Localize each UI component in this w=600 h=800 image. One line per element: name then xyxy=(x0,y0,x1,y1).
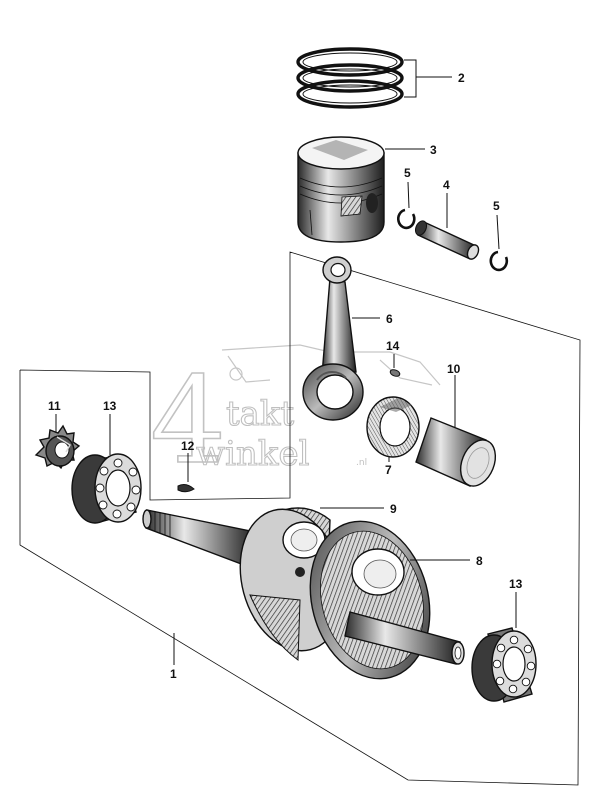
callout-3: 3 xyxy=(430,143,437,157)
circlip-right xyxy=(489,250,509,272)
callout-4: 4 xyxy=(443,178,450,192)
callout-labels: 1 2 3 4 5 5 6 7 8 9 10 11 12 13 13 14 xyxy=(48,71,523,681)
callout-13-upper: 13 xyxy=(103,399,117,413)
callout-12: 12 xyxy=(181,439,195,453)
ball-bearing-left xyxy=(71,453,142,524)
callout-10: 10 xyxy=(447,362,461,376)
connecting-rod xyxy=(302,256,364,421)
callout-7: 7 xyxy=(385,463,392,477)
woodruff-key xyxy=(177,484,195,493)
callout-9: 9 xyxy=(390,502,397,516)
callout-14: 14 xyxy=(386,339,400,353)
callout-11: 11 xyxy=(48,399,61,413)
watermark-suffix: .nl xyxy=(356,458,367,468)
leader-5b xyxy=(496,214,500,250)
callout-8: 8 xyxy=(476,554,483,568)
callout-13-lower: 13 xyxy=(509,577,523,591)
piston xyxy=(297,136,385,243)
callout-5-left: 5 xyxy=(404,166,411,180)
watermark-line-1: takt xyxy=(226,394,295,434)
callout-1: 1 xyxy=(170,667,177,681)
callout-5-right: 5 xyxy=(493,199,500,213)
crankshaft-right-half xyxy=(309,520,465,680)
watermark-line-2: winkel xyxy=(196,434,309,474)
crank-pin xyxy=(415,417,497,487)
drive-sprocket xyxy=(34,424,81,470)
watermark-scooter-outline-icon xyxy=(221,344,441,386)
ball-bearing-right xyxy=(471,627,537,703)
small-pin xyxy=(389,369,401,377)
circlip-left xyxy=(396,208,416,230)
leader-5a xyxy=(407,181,410,209)
callout-2: 2 xyxy=(458,71,465,85)
piston-pin xyxy=(414,220,480,260)
leader-2 xyxy=(404,59,452,98)
piston-rings xyxy=(296,47,404,109)
assembly-outline xyxy=(19,251,581,786)
needle-bearing xyxy=(366,396,420,458)
callout-6: 6 xyxy=(386,312,393,326)
